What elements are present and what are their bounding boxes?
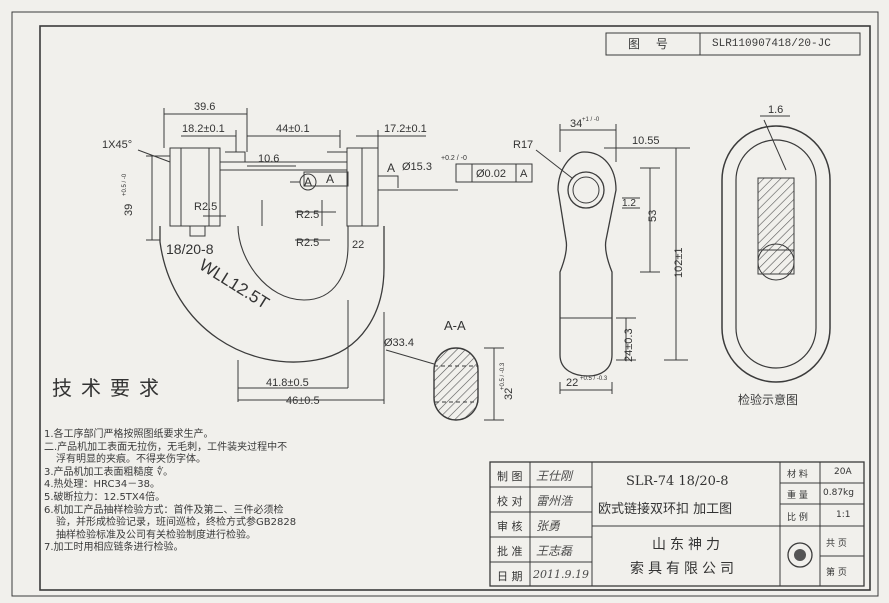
signature-drawn: 王仕刚 bbox=[536, 469, 573, 483]
dim-39-tol: +0.5 / -0 bbox=[122, 173, 128, 196]
section-aa-label: A-A bbox=[444, 318, 466, 333]
dim-46: 46±0.5 bbox=[286, 395, 320, 407]
dim-chamfer: 1X45° bbox=[102, 139, 132, 151]
dim-53: 53 bbox=[647, 210, 659, 222]
front-view bbox=[137, 108, 533, 404]
dim-18-2: 18.2±0.1 bbox=[182, 123, 225, 135]
company-line-2: 索具有限公司 bbox=[630, 561, 738, 577]
title-block-lines bbox=[489, 461, 865, 587]
dim-44: 44±0.1 bbox=[276, 123, 310, 135]
notes-title: 技术要求 bbox=[52, 376, 168, 400]
datum-a-left: A bbox=[326, 172, 334, 186]
prop-scale-value: 1:1 bbox=[836, 510, 851, 520]
signature-checked: 雷州浩 bbox=[536, 494, 573, 508]
dim-33-4: Ø33.4 bbox=[384, 337, 414, 349]
note-line: 浮有明显的夹痕。不得夹伤字体。 bbox=[56, 454, 206, 466]
dim-34: 34 bbox=[570, 118, 582, 130]
prop-material-label: 材 料 bbox=[787, 470, 808, 480]
note-line: 验，并形成检验记录，班间巡检，终检方式参GB2828 bbox=[56, 517, 297, 529]
dim-r2-5-left: R2.5 bbox=[194, 201, 217, 213]
note-line: 二.产品机加工表面无拉伤，无毛刺，工件装夹过程中不 bbox=[44, 441, 288, 453]
note-line: 6.机加工产品抽样检验方式：首件及第二、三件必须检 bbox=[44, 504, 284, 516]
dim-22-front: 22 bbox=[352, 239, 364, 251]
role-checked: 校 对 bbox=[497, 495, 523, 508]
note-line: 抽样检验标准及公司有关检验制度进行检验。 bbox=[56, 529, 256, 541]
dim-r2-5-b: R2.5 bbox=[296, 237, 319, 249]
dim-24: 24±0.3 bbox=[623, 328, 635, 362]
company-line-1: 山东神力 bbox=[652, 537, 724, 553]
note-line: 1.各工序部门严格按照图纸要求生产。 bbox=[44, 429, 214, 440]
note-line: 4.热处理：HRC34－38。 bbox=[44, 479, 160, 491]
dim-34-tol: +1 / -0 bbox=[582, 117, 600, 123]
dim-10-6: 10.6 bbox=[258, 153, 279, 165]
role-drawn: 制 图 bbox=[497, 470, 523, 483]
datum-a-right: A bbox=[387, 161, 395, 175]
dim-39-height: 39 bbox=[123, 204, 135, 216]
dim-1-6: 1.6 bbox=[768, 104, 783, 116]
sheets-total: 共 页 bbox=[826, 539, 847, 549]
position-datum: A bbox=[520, 168, 528, 180]
signature-reviewed: 张勇 bbox=[536, 519, 561, 533]
dim-22-side-tol: +0.5 / -0.3 bbox=[580, 376, 608, 382]
role-approved: 批 准 bbox=[497, 545, 523, 558]
inspection-view bbox=[721, 115, 831, 383]
prop-scale-label: 比 例 bbox=[787, 513, 808, 523]
note-line: 7.加工时用相应链条进行检验。 bbox=[44, 542, 184, 554]
side-view bbox=[535, 124, 690, 394]
section-marker-a-circle: A bbox=[304, 175, 312, 189]
part-name: 欧式链接双环扣 加工图 bbox=[598, 502, 733, 517]
drawing-number-value: SLR110907418/20-JC bbox=[712, 38, 831, 50]
signature-approved: 王志磊 bbox=[536, 544, 573, 558]
dim-r2-5-a: R2.5 bbox=[296, 209, 319, 221]
dim-1-2: 1.2 bbox=[622, 198, 636, 209]
prop-weight-value: 0.87kg bbox=[823, 488, 854, 498]
drawing-number-label: 图 号 bbox=[628, 37, 674, 51]
inspection-caption: 检验示意图 bbox=[738, 393, 799, 407]
position-tolerance: Ø0.02 bbox=[476, 168, 506, 180]
dim-32-tol: +0.5 / -0.3 bbox=[500, 362, 506, 390]
section-aa-view bbox=[385, 347, 504, 421]
signature-date: 2011.9.19 bbox=[533, 568, 589, 581]
role-date: 日 期 bbox=[497, 570, 523, 583]
dim-41-8: 41.8±0.5 bbox=[266, 377, 309, 389]
technical-notes: 1.各工序部门严格按照图纸要求生产。二.产品机加工表面无拉伤，无毛刺，工件装夹过… bbox=[44, 429, 384, 555]
sheet-number: 第 页 bbox=[826, 568, 847, 578]
company-seal-icon bbox=[787, 542, 813, 568]
part-code: SLR-74 18/20-8 bbox=[626, 474, 729, 489]
wll-marking: WLL12.5T bbox=[196, 255, 273, 313]
dim-17-2: 17.2±0.1 bbox=[384, 123, 427, 135]
dim-10-55: 10.55 bbox=[632, 135, 660, 147]
dim-102: 102±1 bbox=[673, 247, 685, 278]
note-line: 3.产品机加工表面粗糙度 ∜。 bbox=[44, 466, 174, 478]
inner-border bbox=[39, 25, 871, 591]
dim-hole-tol: +0.2 / -0 bbox=[441, 155, 467, 162]
dim-39-6: 39.6 bbox=[194, 101, 215, 113]
dim-hole-dia: Ø15.3 bbox=[402, 161, 432, 173]
role-reviewed: 审 核 bbox=[497, 520, 523, 533]
dim-22-side: 22 bbox=[566, 377, 578, 389]
prop-weight-label: 重 量 bbox=[787, 491, 808, 501]
size-marking: 18/20-8 bbox=[166, 241, 214, 257]
prop-material-value: 20A bbox=[834, 467, 852, 477]
outer-border bbox=[11, 11, 879, 597]
drawing-number-box bbox=[605, 32, 861, 56]
note-line: 5.破断拉力：12.5TX4倍。 bbox=[44, 491, 166, 503]
dim-32: 32 bbox=[503, 388, 515, 400]
dim-r17: R17 bbox=[513, 139, 533, 151]
